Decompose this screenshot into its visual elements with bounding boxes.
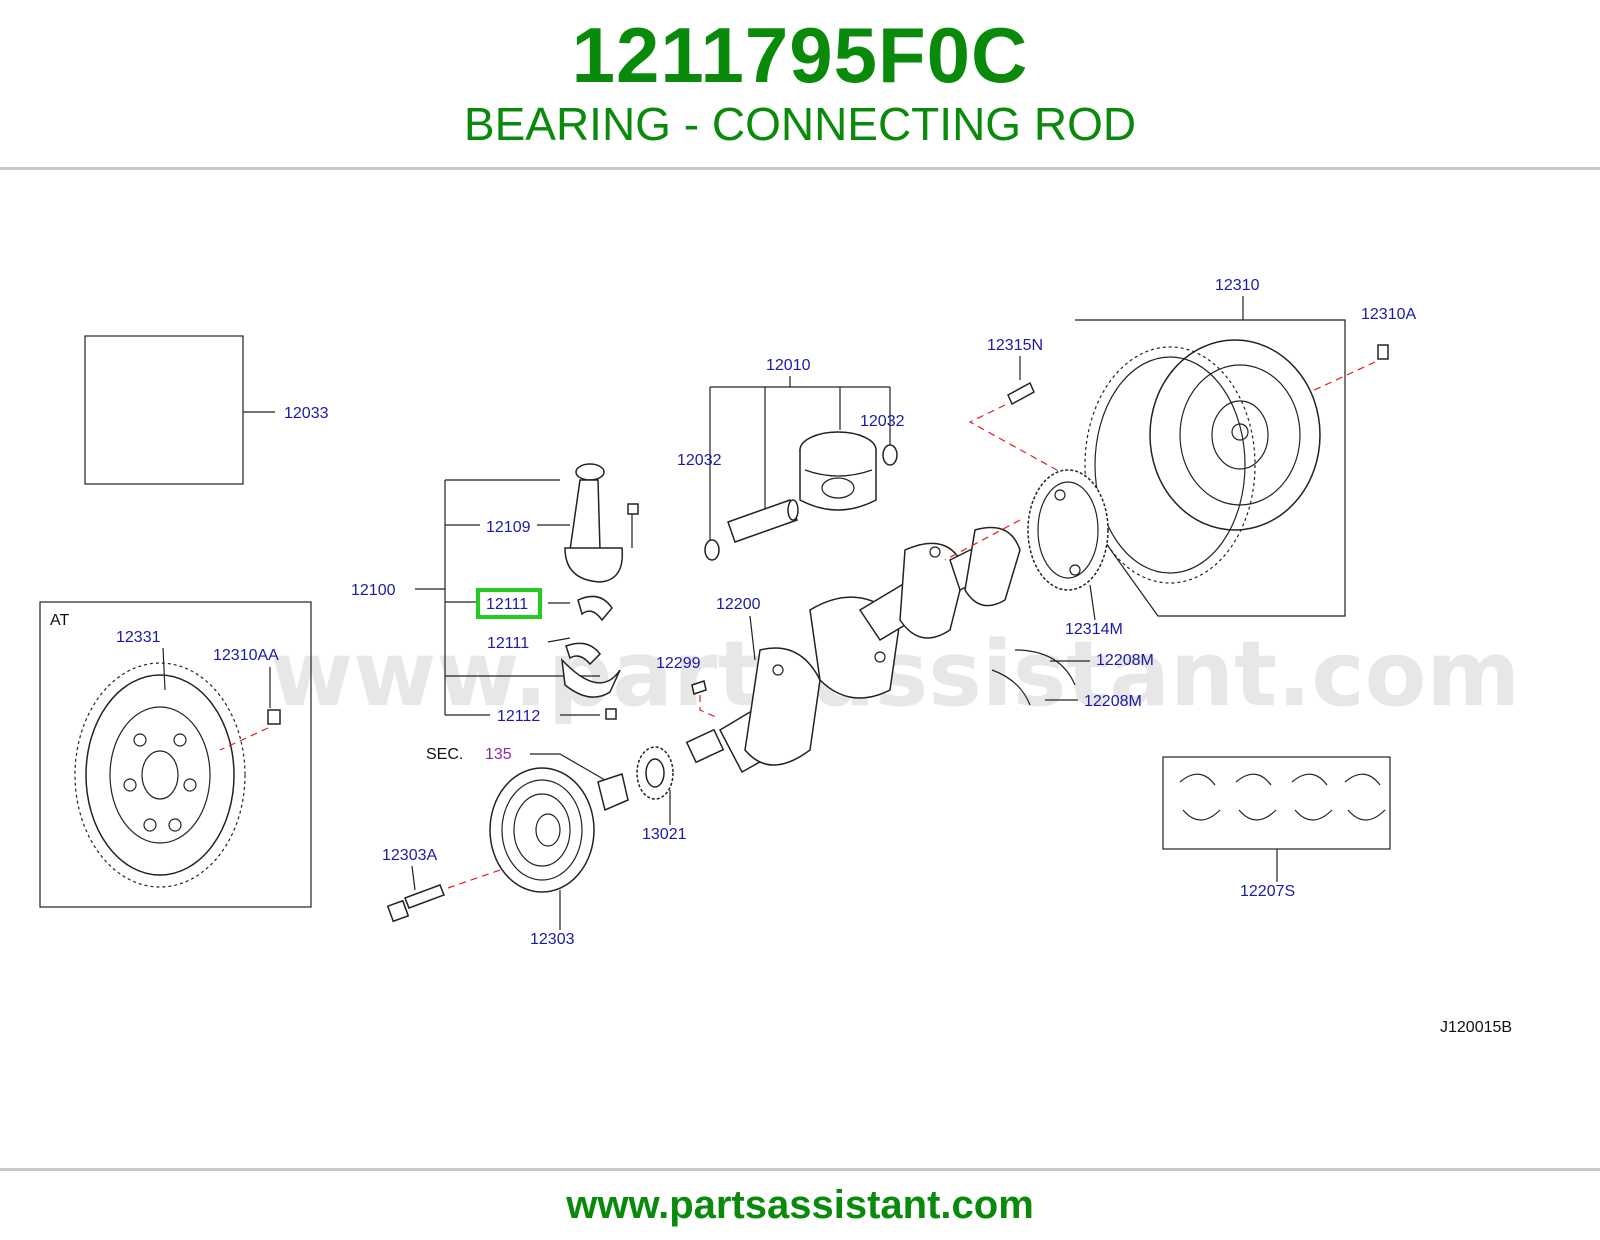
- rod-cap[interactable]: [560, 657, 621, 698]
- label-12112[interactable]: 12112: [497, 708, 540, 725]
- label-12314M[interactable]: 12314M: [1065, 621, 1123, 638]
- bearing-lower-half[interactable]: [565, 642, 601, 666]
- label-12100[interactable]: 12100: [351, 582, 396, 599]
- page-header: 1211795F0C BEARING - CONNECTING ROD: [0, 0, 1600, 168]
- highlight-box-12111[interactable]: [476, 588, 542, 619]
- crank-sprocket-key[interactable]: [597, 773, 629, 812]
- rod-nut[interactable]: [605, 708, 617, 720]
- piston[interactable]: [799, 431, 877, 511]
- signal-plate[interactable]: [1027, 469, 1109, 591]
- inset-label-at: AT: [50, 612, 69, 629]
- thrust-washer-lower[interactable]: [991, 669, 1031, 706]
- label-12033[interactable]: 12033: [284, 405, 329, 422]
- crankshaft[interactable]: [685, 526, 1021, 774]
- label-12310A[interactable]: 12310A: [1361, 306, 1416, 323]
- piston-pin[interactable]: [727, 499, 799, 543]
- label-12303[interactable]: 12303: [530, 931, 575, 948]
- footer-divider: [0, 1168, 1600, 1171]
- parts-diagram: www.partsassistant.com 12033 12010 12032…: [39, 277, 1520, 1036]
- part-name-subtitle: BEARING - CONNECTING ROD: [463, 98, 1137, 150]
- crankshaft-sprocket[interactable]: [636, 746, 674, 800]
- label-12111-highlighted[interactable]: 12111: [486, 596, 528, 613]
- drive-plate-bolt[interactable]: [267, 709, 281, 725]
- diagram-code: J120015B: [1440, 1019, 1512, 1036]
- pulley-bolt[interactable]: [386, 884, 445, 923]
- connecting-rod[interactable]: [564, 463, 639, 583]
- label-12207S[interactable]: 12207S: [1240, 883, 1295, 900]
- thrust-washer-upper[interactable]: [1014, 649, 1076, 686]
- label-12032-right[interactable]: 12032: [860, 413, 905, 430]
- label-12032-left[interactable]: 12032: [677, 452, 722, 469]
- label-12010[interactable]: 12010: [766, 357, 811, 374]
- main-bearings-set[interactable]: [1162, 756, 1391, 850]
- label-12208M-lower[interactable]: 12208M: [1084, 693, 1142, 710]
- signal-plate-bolt[interactable]: [1007, 381, 1035, 406]
- label-12331[interactable]: 12331: [116, 629, 161, 646]
- flywheel[interactable]: [1084, 339, 1321, 584]
- label-12200[interactable]: 12200: [716, 596, 761, 613]
- footer-site-url[interactable]: www.partsassistant.com: [566, 1183, 1034, 1227]
- snap-ring-right[interactable]: [882, 444, 898, 466]
- section-prefix: SEC.: [426, 746, 463, 763]
- part-number-title: 1211795F0C: [571, 11, 1029, 99]
- flywheel-bolt[interactable]: [1377, 344, 1389, 360]
- label-12208M-upper[interactable]: 12208M: [1096, 652, 1154, 669]
- piston-rings-group[interactable]: [84, 335, 275, 485]
- woodruff-key[interactable]: [691, 680, 707, 695]
- snap-ring-left[interactable]: [704, 539, 720, 561]
- label-12111[interactable]: 12111: [487, 635, 529, 652]
- label-13021[interactable]: 13021: [642, 826, 687, 843]
- label-12303A[interactable]: 12303A: [382, 847, 437, 864]
- label-12109[interactable]: 12109: [486, 519, 531, 536]
- at-drive-plate-inset[interactable]: AT: [39, 601, 312, 908]
- label-12310AA[interactable]: 12310AA: [213, 647, 279, 664]
- crankshaft-pulley[interactable]: [489, 767, 595, 893]
- bearing-upper-half[interactable]: [577, 595, 613, 622]
- label-12310[interactable]: 12310: [1215, 277, 1260, 294]
- section-number[interactable]: 135: [485, 746, 512, 763]
- label-12299[interactable]: 12299: [656, 655, 701, 672]
- label-12315N[interactable]: 12315N: [987, 337, 1043, 354]
- header-divider: [0, 167, 1600, 170]
